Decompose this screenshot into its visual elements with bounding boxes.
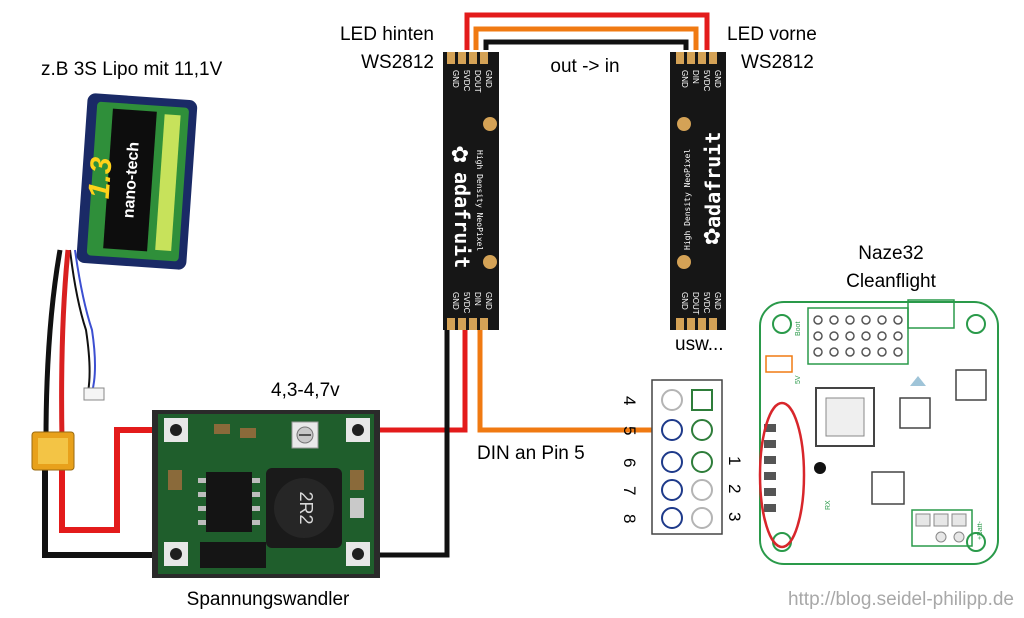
led-strip-rear: GND 5VDC DOUT GND ✿ adafruit High Densit… [443,52,499,330]
wire-data-strips [473,26,699,50]
pin-label: GND [713,70,722,88]
pin-number-left: 5 [620,426,639,435]
strip-front-top-pads [676,52,717,64]
pin-label: GND [484,292,493,310]
fc-silk-5v: 5V [795,375,802,384]
wire-converter-gnd [360,330,450,558]
battery-label: z.B 3S Lipo mit 11,1V [41,59,223,80]
fc-silk-batt: +Batt- [977,520,984,540]
fc-silk-boot: Boot [795,322,802,336]
wires [42,12,710,558]
battery-brand: nano-tech [120,141,142,218]
pin-label: GND [451,70,460,88]
pin-label: 5VDC [702,70,711,92]
wire-battery-gnd [42,462,175,558]
pin-label: DIN [473,292,482,306]
wire-converter-plus [360,330,468,433]
highlight-ellipse [758,401,806,549]
strip-rear-top-pads [447,52,488,64]
fc-mcu [815,387,875,447]
pin-label: 5VDC [702,292,711,314]
converter-label: Spannungswandler [187,589,350,610]
pin-number-left: 8 [620,514,639,523]
led-strip-front: GND DIN 5VDC GND ✿ adafruit High Density… [670,52,726,330]
pin-label: 5VDC [462,292,471,314]
wire-battery-plus [59,427,175,533]
usw-label: usw... [675,334,724,355]
inductor-marking: 2R2 [296,491,316,524]
pin-number-left: 6 [620,458,639,467]
led-rear-label-line1: LED hinten [340,24,434,45]
pin-number-right: 2 [725,484,744,493]
wire-gnd-strips [483,39,689,50]
led-front-label-line1: LED vorne [727,24,817,45]
pin-label: GND [484,70,493,88]
lipo-battery: nano-tech 1.3 [31,93,198,471]
pin-label: GND [680,292,689,310]
led-front-label-line2: WS2812 [741,52,814,73]
pin-label: GND [680,70,689,88]
fc-silk-rx: RX [825,500,832,510]
wire-5v-strips [464,12,710,50]
header-pin-1-square [691,389,713,411]
watermark: http://blog.seidel-philipp.de [788,589,1014,610]
strip-brand: adafruit [450,172,474,268]
strip-rear-bottom-pads [447,318,488,330]
header-pin-5 [661,419,683,441]
pin-label: 5VDC [462,70,471,92]
pin-label: GND [451,292,460,310]
labels: z.B 3S Lipo mit 11,1V LED hinten WS2812 … [41,24,1014,610]
pin-number-left: 7 [620,486,639,495]
strip-product: High Density NeoPixel [683,149,692,250]
flight-controller-naze32: 5V Boot RX +Batt- [758,299,999,565]
din-pin-label: DIN an Pin 5 [477,443,585,464]
pin-number-right: 1 [725,456,744,465]
led-rear-label-line2: WS2812 [361,52,434,73]
pin-number-right: 3 [725,512,744,521]
pin-label: DIN [691,70,700,84]
voltage-label: 4,3-4,7v [271,380,340,401]
pin-label: DOUT [691,292,700,315]
pin-header: 4 5 6 7 8 1 2 3 [620,379,744,535]
strip-brand: adafruit [701,132,725,228]
pin-number-left: 4 [620,396,639,405]
converter-ic [206,472,252,532]
pin-label: GND [713,292,722,310]
header-pin-4 [661,389,683,411]
adafruit-star-icon: ✿ [451,143,469,168]
fc-label-line2: Cleanflight [846,271,936,292]
pin-label: DOUT [473,70,482,93]
adafruit-star-icon: ✿ [703,225,721,250]
battery-capacity: 1.3 [83,156,119,200]
out-in-label: out -> in [550,56,619,77]
wire-din-pin5 [477,330,668,433]
strip-front-bottom-pads [676,318,717,330]
strip-product: High Density NeoPixel [475,150,484,251]
voltage-converter: 2R2 [152,410,380,578]
fc-label-line1: Naze32 [858,243,924,264]
